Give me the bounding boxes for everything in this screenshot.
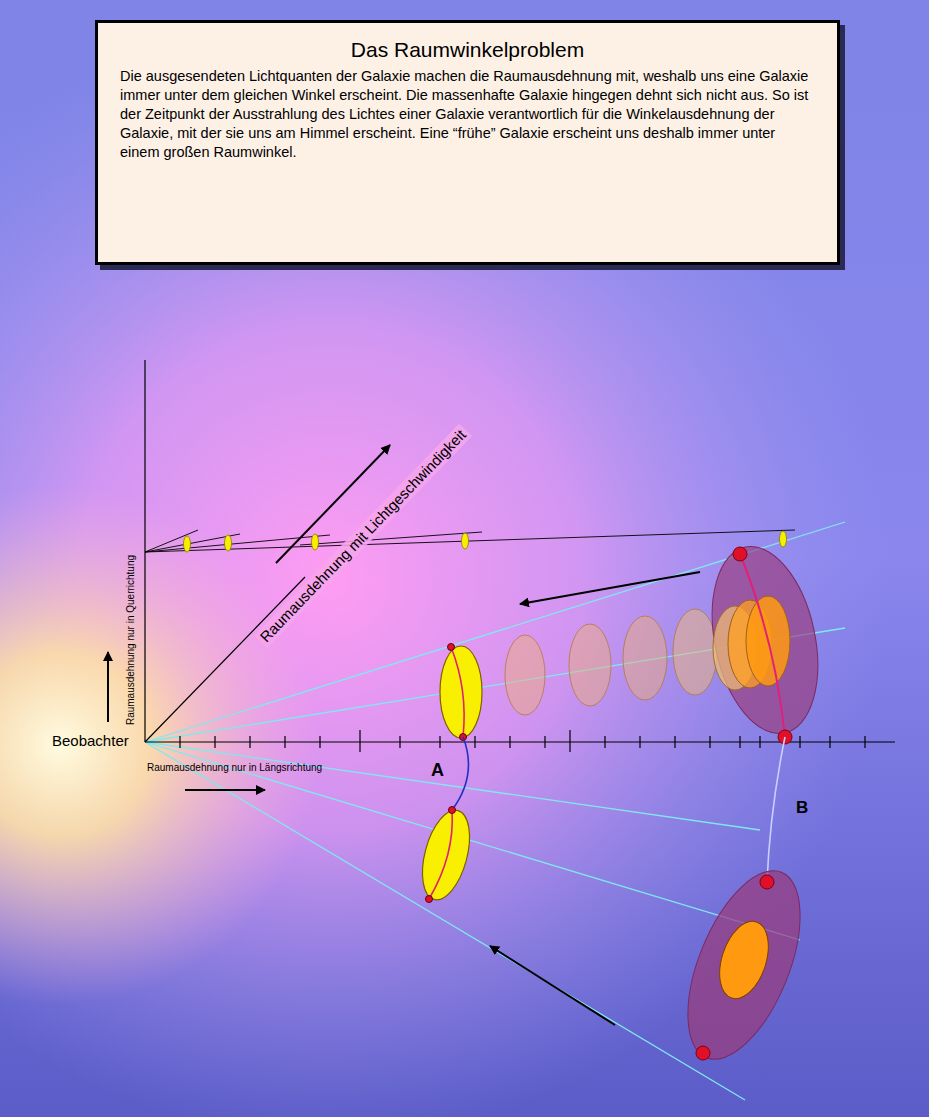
axis-tick bbox=[604, 736, 605, 748]
axis-tick bbox=[179, 736, 180, 748]
axis-tick bbox=[359, 730, 360, 752]
axis-tick bbox=[829, 736, 830, 748]
galaxy-b bbox=[696, 537, 833, 744]
link-curve-b bbox=[767, 737, 785, 882]
axis-tick bbox=[864, 736, 865, 748]
axis-tick bbox=[284, 736, 285, 748]
point-label: B bbox=[796, 798, 808, 818]
axis-ticks bbox=[180, 730, 865, 752]
axis-tick bbox=[474, 736, 475, 748]
axis-tick bbox=[674, 736, 675, 748]
axis-tick bbox=[214, 736, 215, 748]
point-label: A bbox=[431, 760, 444, 782]
axis-tick bbox=[399, 736, 400, 748]
axis-tick bbox=[439, 736, 440, 748]
axis-label: Raumausdehnung nur in Querrichtung bbox=[125, 555, 137, 725]
observer-label: Beobachter bbox=[52, 732, 129, 750]
axis-tick bbox=[739, 736, 740, 748]
axis-tick bbox=[319, 736, 320, 748]
transverse-lines bbox=[145, 530, 795, 552]
link-curve-a bbox=[452, 737, 468, 810]
axis-tick bbox=[544, 736, 545, 748]
small-galaxies bbox=[184, 531, 787, 552]
galaxy-a bbox=[440, 644, 482, 741]
axis-tick bbox=[569, 730, 570, 752]
axis-label: Raumausdehnung nur in Längsrichtung bbox=[147, 762, 322, 774]
diagonal-line bbox=[145, 577, 305, 742]
axis-tick bbox=[709, 736, 710, 748]
axis-tick bbox=[759, 736, 760, 748]
direction-arrows bbox=[108, 445, 700, 1025]
axis-tick bbox=[249, 736, 250, 748]
title-text: Das Raumwinkelproblem bbox=[120, 37, 815, 63]
galaxy-sequence bbox=[505, 609, 717, 715]
galaxy-b-lower bbox=[665, 855, 823, 1074]
title-box: Das RaumwinkelproblemDie ausgesendeten L… bbox=[95, 20, 840, 265]
light-rays bbox=[145, 522, 845, 1100]
body-text: Die ausgesendeten Lichtquanten der Galax… bbox=[120, 67, 815, 162]
galaxy-a-lower bbox=[414, 805, 478, 905]
axis-tick bbox=[799, 736, 800, 748]
axis-tick bbox=[639, 736, 640, 748]
axis-tick bbox=[509, 736, 510, 748]
diagonal-label: Raumausdehnung mit Lichtgeschwindigkeit bbox=[254, 424, 472, 648]
